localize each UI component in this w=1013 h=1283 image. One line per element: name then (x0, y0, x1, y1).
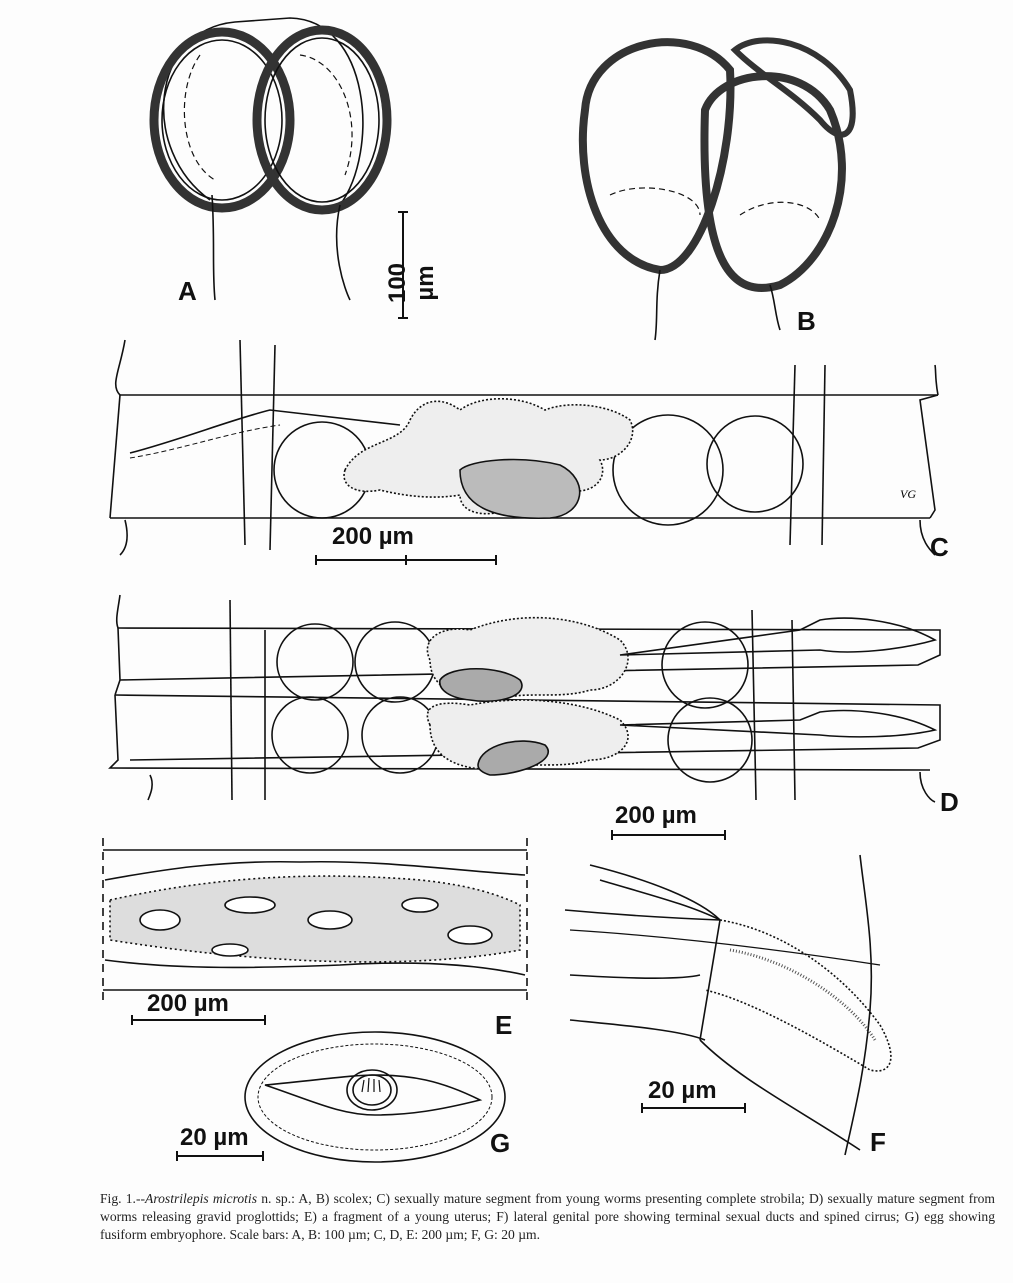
panel-label-a: A (178, 276, 197, 306)
panel-label-e: E (495, 1010, 513, 1040)
panel-d-segment-drawing (108, 594, 941, 803)
panel-label-f: F (870, 1127, 886, 1157)
scale-label-f: 20 µm (648, 1077, 717, 1104)
scale-bar-g (176, 1151, 264, 1161)
scale-label-e: 200 µm (147, 990, 229, 1017)
caption-species: Arostrilepis microtis (145, 1191, 257, 1206)
caption-text: n. sp.: A, B) scolex; C) sexually mature… (100, 1191, 995, 1242)
panel-label-g: G (490, 1128, 511, 1158)
panel-a-scolex-drawing (149, 17, 392, 301)
scale-label-c: 200 µm (332, 523, 414, 550)
scale-bar-d (611, 830, 726, 840)
caption-prefix: Fig. 1.-- (100, 1191, 146, 1206)
scale-label-a: 100 µm (384, 262, 439, 304)
scale-bar-a (398, 211, 408, 319)
panel-g-egg-drawing (244, 1031, 506, 1163)
scale-label-g: 20 µm (180, 1124, 249, 1151)
scale-bar-e (131, 1015, 266, 1025)
panel-b-scolex-drawing (578, 37, 856, 341)
panel-label-d: D (940, 787, 959, 817)
panel-c-segment-drawing (109, 339, 939, 556)
panel-f-genital-pore-drawing (564, 854, 892, 1156)
panel-label-b: B (797, 306, 816, 336)
panel-e-uterus-drawing (102, 838, 528, 1005)
panel-label-c: C (930, 532, 949, 562)
illustrator-initials: VG (900, 487, 916, 501)
scale-bar-c (315, 555, 497, 565)
scale-bar-f (641, 1103, 746, 1113)
figure-caption: Fig. 1.--Arostrilepis microtis n. sp.: A… (100, 1190, 995, 1244)
scale-label-d: 200 µm (615, 802, 697, 829)
